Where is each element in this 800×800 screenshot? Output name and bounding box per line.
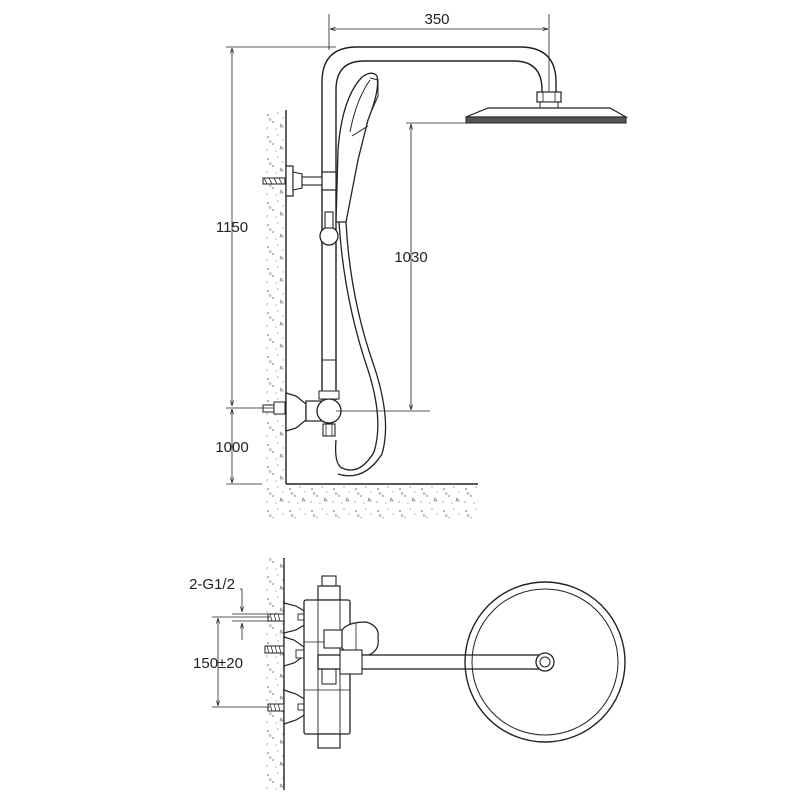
floor-section <box>262 483 478 518</box>
dim-valve-height-label: 1000 <box>215 439 248 456</box>
hand-shower <box>335 72 379 223</box>
connection-lower <box>267 689 307 725</box>
front-view: 350 1150 1030 1000 <box>215 11 629 518</box>
hand-shower-holder <box>319 211 339 246</box>
wall-bracket <box>262 165 337 197</box>
dim-total-height-label: 1150 <box>216 219 248 236</box>
wall-section-top <box>262 558 285 790</box>
dimension-valve-height: 1000 <box>215 407 274 485</box>
dimension-arm-width: 350 <box>328 11 550 92</box>
hand-shower-top <box>323 621 379 657</box>
wall-section <box>262 110 287 484</box>
connection-middle <box>264 636 305 667</box>
top-view: 2-G1/2 150±20 <box>189 558 626 790</box>
shower-arm-top <box>317 649 555 675</box>
dimension-connection-spacing: 150±20 <box>193 616 270 708</box>
dim-head-height-label: 1030 <box>394 249 427 266</box>
dim-connection-label: 2-G1/2 <box>189 576 235 593</box>
overhead-shower-head-top <box>464 581 626 743</box>
dim-arm-width-label: 350 <box>424 11 449 28</box>
dimension-head-height: 1030 <box>336 122 468 412</box>
dimension-connection-thread: 2-G1/2 <box>189 576 272 640</box>
dim-spacing-label: 150±20 <box>193 655 243 672</box>
thermostatic-valve <box>262 390 342 437</box>
shower-hose <box>334 221 387 477</box>
dimension-total-height: 1150 <box>216 46 336 406</box>
overhead-shower-head <box>465 91 629 124</box>
wall-connections <box>264 602 307 725</box>
